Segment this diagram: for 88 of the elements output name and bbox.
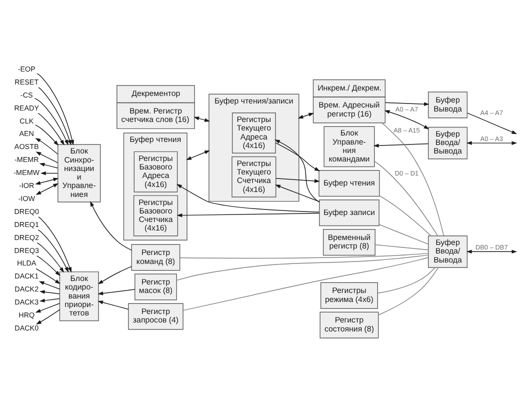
arrow xyxy=(275,177,320,182)
node-box: Регистры Базового Счетчика (4x16) xyxy=(132,194,178,236)
arrow xyxy=(97,266,132,284)
connector xyxy=(376,266,435,293)
arrow xyxy=(176,183,319,212)
node-text: DREQ0 xyxy=(14,206,39,216)
arrow xyxy=(372,142,428,147)
node-text: HRQ xyxy=(18,310,34,319)
arrow xyxy=(193,116,210,122)
arrow xyxy=(36,242,64,272)
arrow xyxy=(34,97,68,145)
arrow xyxy=(37,228,68,272)
arrow xyxy=(35,151,58,163)
arrow xyxy=(384,102,429,106)
connector xyxy=(374,160,438,236)
arrow xyxy=(38,280,60,289)
node-box: Блок кодиро- вания приори- тетов xyxy=(58,270,98,321)
node-text: DACK1 xyxy=(14,271,38,280)
node-text: AOSTB xyxy=(14,142,38,151)
arrow xyxy=(35,268,60,284)
arrow xyxy=(97,288,135,295)
arrow xyxy=(36,72,74,145)
node-box: Буфер Ввода/ Вывода xyxy=(427,126,468,159)
connector xyxy=(176,254,428,280)
node-text: DREQ2 xyxy=(14,232,39,242)
node-text: -EOP xyxy=(17,64,35,73)
arrow xyxy=(97,300,128,310)
node-text: -IOW xyxy=(18,193,35,202)
arrow xyxy=(35,308,60,324)
node-box: Буфер Вывода xyxy=(427,91,468,118)
node-box: Регистр запросов (4) xyxy=(128,302,183,330)
arrow xyxy=(38,290,60,294)
node-text: -MEMW xyxy=(13,168,40,177)
arrow xyxy=(466,112,517,134)
node-text: DACK3 xyxy=(14,297,38,306)
node-box: Блок Управле- ния командами xyxy=(323,126,374,167)
node-box: Буфер чтения xyxy=(318,170,380,196)
node-text: DACK2 xyxy=(14,284,38,294)
arrow xyxy=(37,112,64,145)
arrow xyxy=(38,162,58,168)
node-text: RESET xyxy=(14,76,38,86)
node-text: HLDA xyxy=(16,258,36,268)
node-box: Регистры режима (4x6) xyxy=(320,282,378,308)
node-box: Буфер Ввода/ Вывода xyxy=(427,234,468,268)
node-text: -CS xyxy=(20,90,32,99)
arrow xyxy=(297,112,314,118)
node-box: Блок Синхро- низации и Управле- ниея xyxy=(57,144,100,202)
arrow xyxy=(38,216,72,272)
arrow xyxy=(34,302,60,312)
arrow xyxy=(274,184,320,202)
node-text: DREQ3 xyxy=(14,245,39,254)
arrow xyxy=(274,142,320,171)
arrow xyxy=(40,170,58,175)
arrow xyxy=(38,86,71,145)
arrow xyxy=(466,140,517,144)
connector xyxy=(381,122,444,236)
connector xyxy=(178,252,428,258)
node-text: CLK xyxy=(19,116,34,125)
arrow xyxy=(90,200,132,250)
arrow xyxy=(34,124,58,146)
connector xyxy=(374,244,428,250)
arrow xyxy=(186,150,210,160)
node-box: Буфер записи xyxy=(318,199,379,226)
node-box: Регистры Базового Адреса (4x16) xyxy=(133,150,178,192)
node-text: DREQ1 xyxy=(14,219,39,228)
connector xyxy=(378,266,438,315)
arrow xyxy=(35,182,58,194)
node-text: -MEMR xyxy=(14,154,38,164)
arrow xyxy=(466,249,517,254)
node-box: Регистр состояния (8) xyxy=(319,311,378,338)
node-box: Регистр масок (8) xyxy=(134,273,176,300)
arrow xyxy=(38,298,60,302)
connector xyxy=(378,195,431,236)
node-box: Регистр команд (8) xyxy=(130,244,180,270)
node-text: READY xyxy=(14,102,39,112)
node-box: Регистры Текущего Счетчика (4x16) xyxy=(231,156,276,197)
arrow xyxy=(36,254,60,276)
node-box: Регистры Текущего Адреса (4x16) xyxy=(231,112,276,153)
node-text: DACK0 xyxy=(14,322,38,332)
arrow xyxy=(176,212,320,217)
arrow xyxy=(274,139,319,202)
arrow xyxy=(34,177,58,184)
node-box: Временный регистр (8) xyxy=(322,228,375,256)
connector xyxy=(378,224,428,244)
arrow xyxy=(34,138,58,154)
arrow xyxy=(384,110,429,129)
node-text: -IOR xyxy=(18,180,34,190)
node-text: AEN xyxy=(18,128,34,138)
